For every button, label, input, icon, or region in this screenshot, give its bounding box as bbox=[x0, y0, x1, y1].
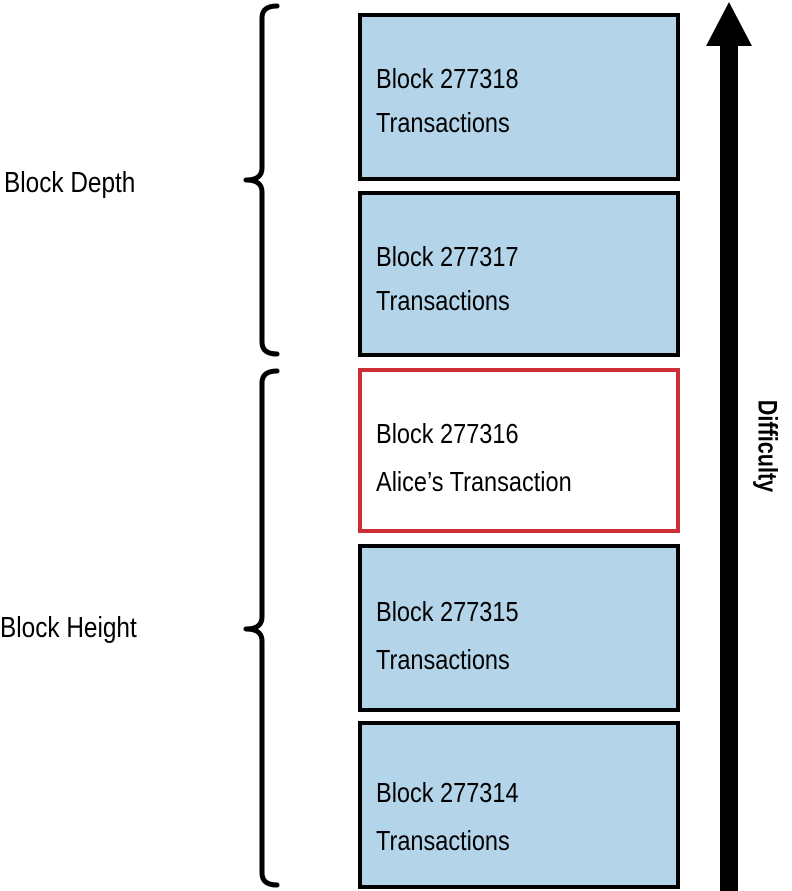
block-title: Block 277317 bbox=[376, 241, 519, 272]
block-277316-highlighted: Block 277316 Alice’s Transaction bbox=[358, 368, 680, 533]
block-depth-brace bbox=[243, 3, 280, 357]
block-height-brace bbox=[243, 368, 280, 888]
block-content: Transactions bbox=[376, 644, 510, 675]
block-content: Transactions bbox=[376, 107, 510, 138]
block-content: Alice’s Transaction bbox=[376, 466, 572, 497]
block-277317: Block 277317 Transactions bbox=[358, 191, 680, 357]
block-277318: Block 277318 Transactions bbox=[358, 13, 680, 181]
difficulty-label: Difficulty bbox=[752, 399, 783, 493]
block-277315: Block 277315 Transactions bbox=[358, 544, 680, 712]
block-content: Transactions bbox=[376, 825, 510, 856]
block-title: Block 277315 bbox=[376, 596, 519, 627]
block-content: Transactions bbox=[376, 285, 510, 316]
block-title: Block 277316 bbox=[376, 418, 519, 449]
block-depth-label: Block Depth bbox=[4, 167, 136, 199]
block-height-label: Block Height bbox=[0, 612, 137, 644]
block-title: Block 277318 bbox=[376, 63, 519, 94]
block-title: Block 277314 bbox=[376, 777, 519, 808]
difficulty-arrow-icon bbox=[706, 2, 752, 891]
block-277314: Block 277314 Transactions bbox=[358, 721, 680, 889]
